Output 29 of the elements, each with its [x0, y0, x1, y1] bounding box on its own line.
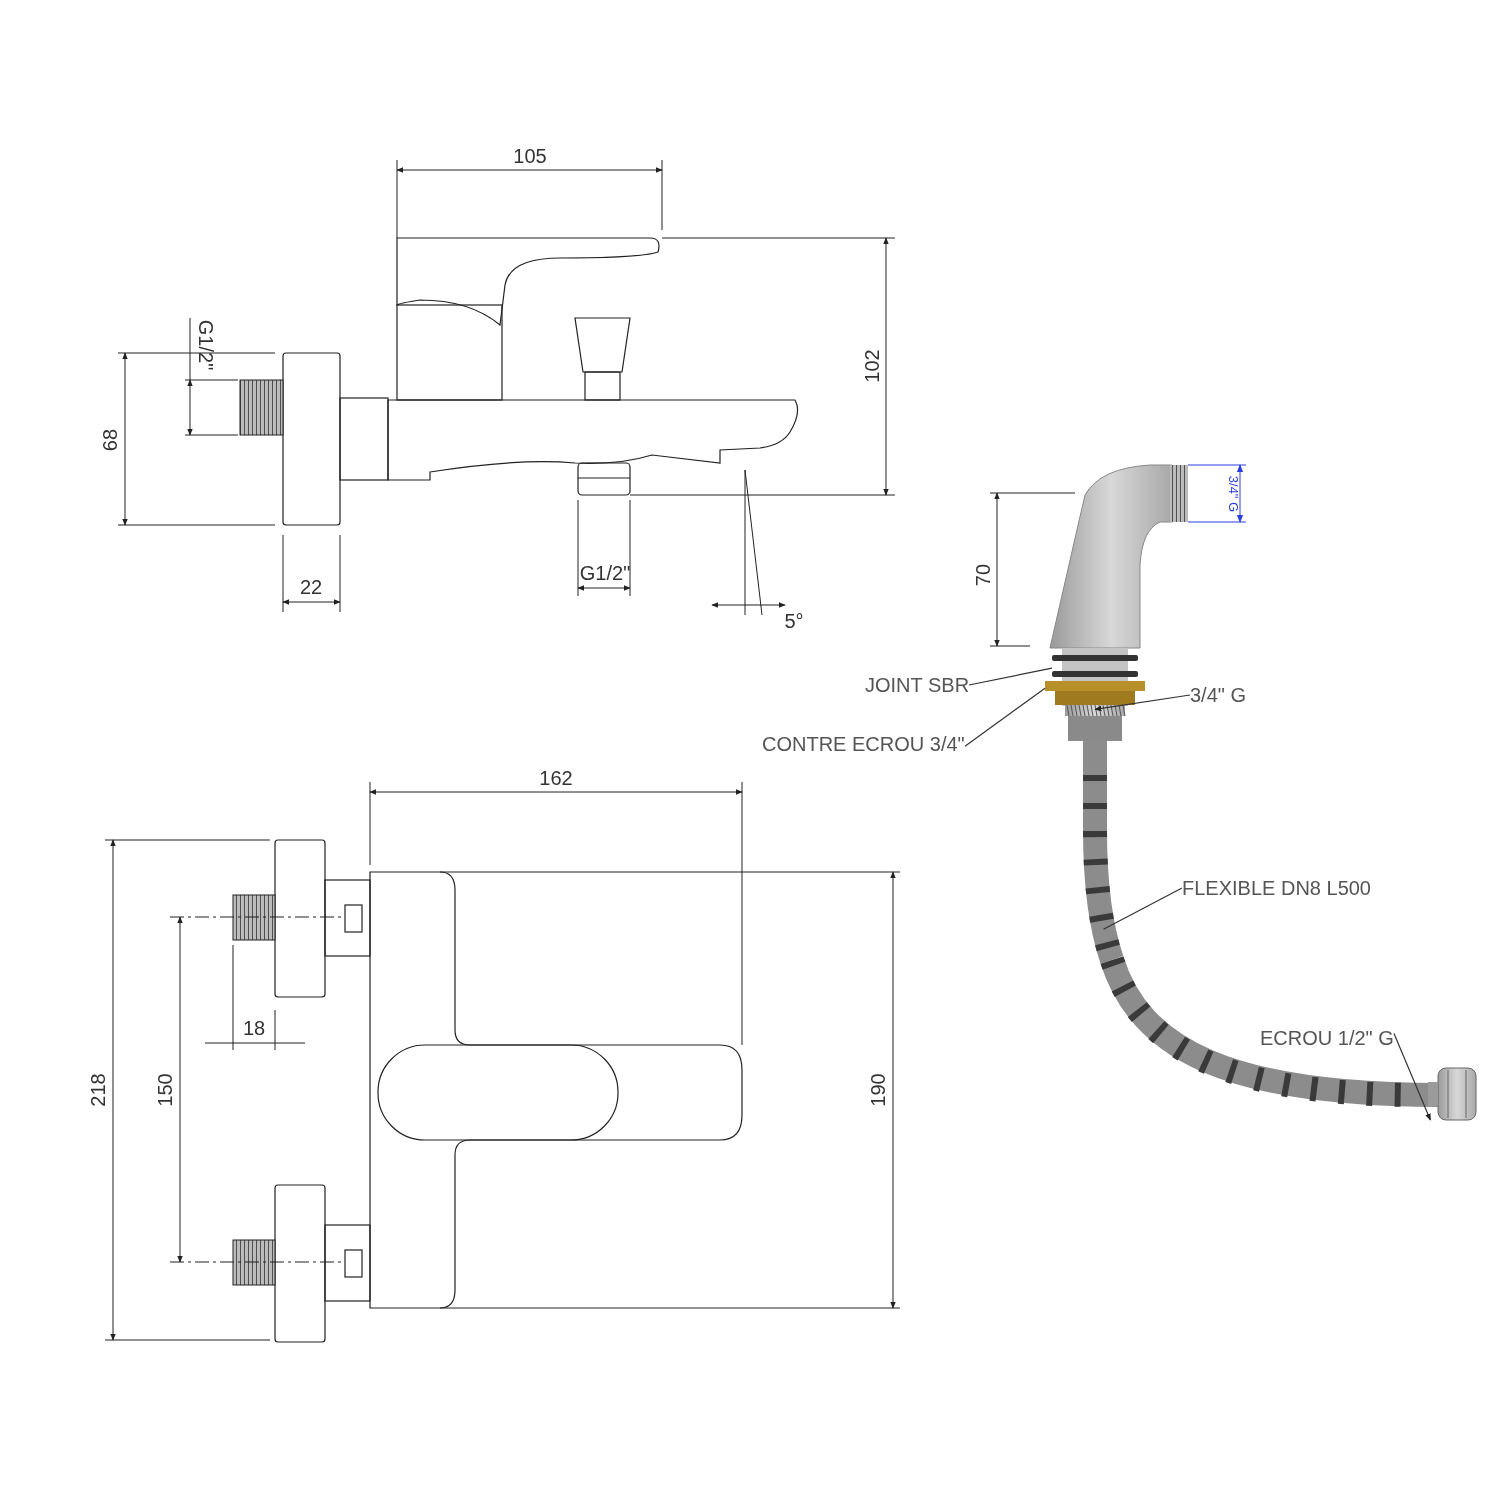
- dimension-label: 22: [299, 576, 323, 598]
- dimension-label: 190: [867, 1073, 889, 1107]
- hose-nut-drawing: [1428, 1067, 1477, 1121]
- dimension-label: 218: [87, 1073, 109, 1107]
- dimension-label: G1/2": [579, 562, 631, 584]
- dimension-label: 150: [154, 1073, 176, 1107]
- part-label: CONTRE ECROU 3/4": [762, 733, 965, 755]
- leader-line: [1094, 694, 1191, 712]
- dimension-label: 70: [972, 563, 994, 587]
- thread-drawing: [1065, 704, 1126, 717]
- leader-line: [1102, 887, 1183, 930]
- leader-line: [964, 687, 1046, 747]
- gasket-rings-drawing: [1052, 655, 1138, 677]
- part-label: ECROU 1/2" G: [1260, 1027, 1394, 1049]
- dimension-label: G1/2": [195, 319, 217, 371]
- leader-line: [968, 667, 1053, 686]
- dimension-label: 18: [242, 1017, 266, 1039]
- part-label: 3/4" G: [1190, 684, 1246, 706]
- part-label: FLEXIBLE DN8 L500: [1182, 877, 1371, 899]
- dimension-label: 105: [513, 145, 547, 167]
- locknut-drawing: [1045, 681, 1145, 705]
- dimension-label: 68: [99, 428, 121, 452]
- dimension-label: 162: [539, 767, 573, 789]
- dimension-label: 3/4" G: [1225, 475, 1242, 513]
- dimension-label: 102: [861, 349, 883, 383]
- dimension-label: 5°: [784, 610, 804, 632]
- braided-hose-drawing: [1083, 741, 1124, 964]
- leader-line: [1393, 1033, 1431, 1121]
- part-label: JOINT SBR: [865, 674, 970, 696]
